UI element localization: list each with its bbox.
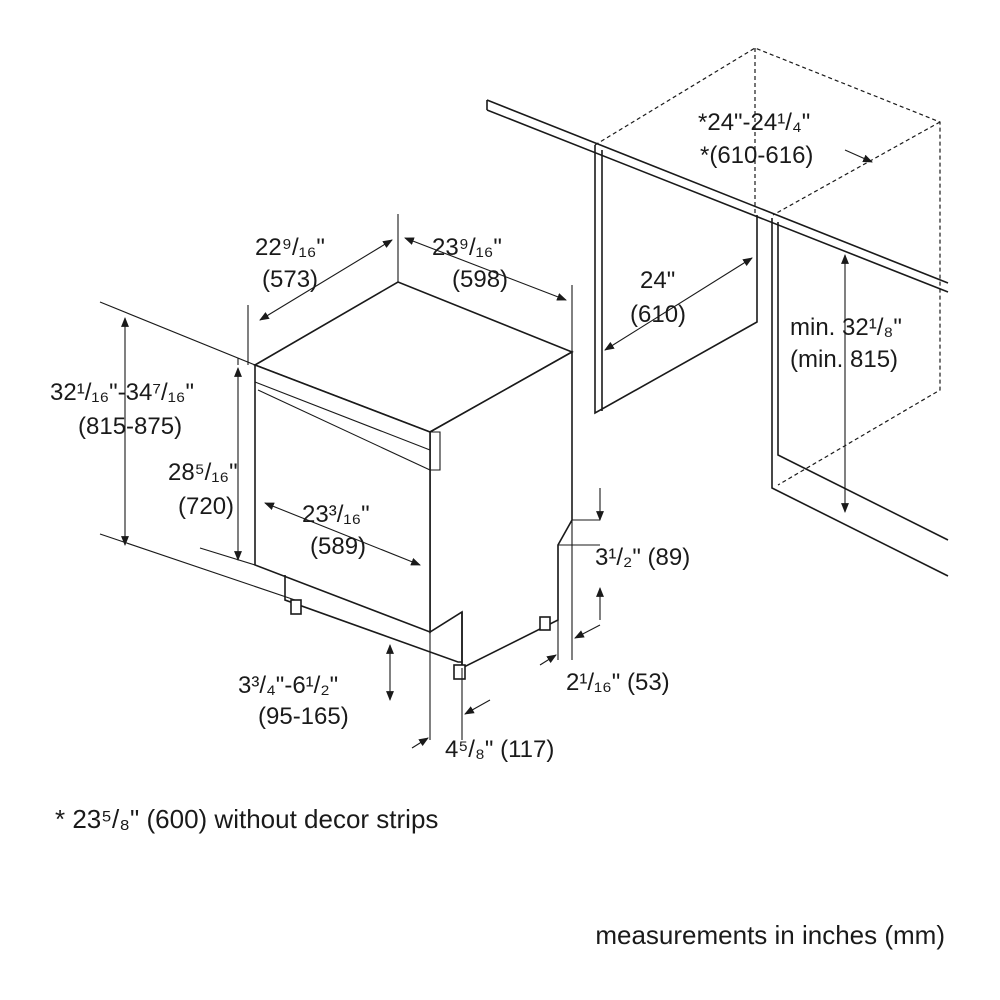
door-width-label-mm: (589)	[310, 533, 366, 560]
niche-width-label: *24"-24¹/₄"	[698, 109, 810, 136]
depth-label-mm: (573)	[262, 266, 318, 293]
recess-height-label: 3¹/₂" (89)	[595, 544, 690, 571]
foot-height-label: 3³/₄"-6¹/₂"	[238, 672, 338, 699]
dishwasher-body	[253, 281, 574, 680]
countertop	[486, 99, 949, 293]
dimension-labels: 22⁹/₁₆" (573) 23⁹/₁₆" (598) 32¹/₁₆"-34⁷/…	[50, 109, 902, 763]
foot-front	[453, 664, 466, 680]
width-label: 23⁹/₁₆"	[432, 234, 502, 261]
overall-height-label-mm: (815-875)	[78, 413, 182, 440]
niche-height-label-mm: (min. 815)	[790, 346, 898, 373]
niche-depth-label-mm: (610)	[630, 301, 686, 328]
foot-right	[539, 616, 551, 631]
niche-height-label: min. 32¹/₈"	[790, 314, 902, 341]
dimension-lines	[99, 149, 873, 749]
cabinet-niche	[486, 47, 949, 577]
depth-label: 22⁹/₁₆"	[255, 234, 325, 261]
kick-plate	[284, 575, 463, 668]
overall-height-label: 32¹/₁₆"-34⁷/₁₆"	[50, 379, 194, 406]
foot-height-label-mm: (95-165)	[258, 703, 349, 730]
width-label-mm: (598)	[452, 266, 508, 293]
niche-width-label-mm: *(610-616)	[700, 142, 813, 169]
cabinet-side-panel	[594, 145, 758, 415]
niche-volume-outline	[594, 47, 941, 486]
control-panel-strip	[254, 381, 441, 471]
recess-depth-label: 2¹/₁₆" (53)	[566, 669, 670, 696]
cabinet-back	[771, 218, 949, 577]
door-height-label: 28⁵/₁₆"	[168, 459, 238, 486]
niche-depth-label: 24"	[640, 267, 675, 294]
footnote: * 23⁵/₈" (600) without decor strips	[55, 804, 438, 834]
door-height-label-mm: (720)	[178, 493, 234, 520]
door-width-label: 23³/₁₆"	[302, 501, 370, 528]
foot-left	[290, 599, 302, 615]
foot-offset-label: 4⁵/₈" (117)	[445, 736, 554, 763]
units-note: measurements in inches (mm)	[595, 920, 945, 950]
